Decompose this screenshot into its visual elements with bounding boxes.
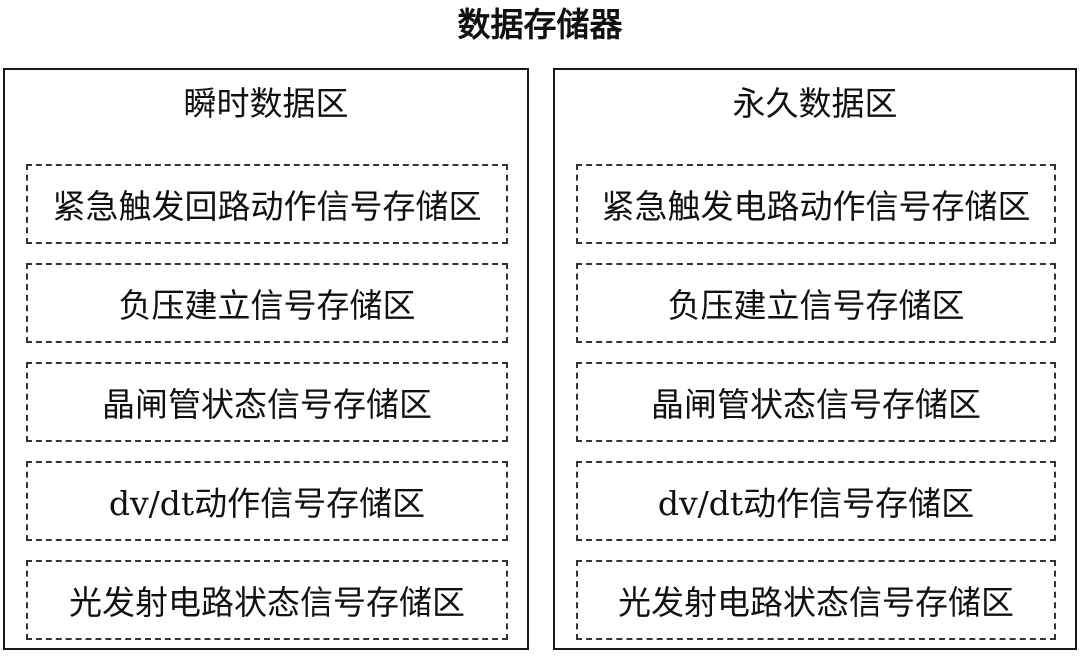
transient-data-panel: 瞬时数据区 紧急触发回路动作信号存储区 负压建立信号存储区 晶闸管状态信号存储区… (3, 68, 529, 650)
slot-label: 晶闸管状态信号存储区 (651, 385, 981, 424)
permanent-data-panel: 永久数据区 紧急触发电路动作信号存储区 负压建立信号存储区 晶闸管状态信号存储区… (553, 68, 1077, 650)
permanent-light-emission-slot: 光发射电路状态信号存储区 (576, 560, 1056, 640)
transient-panel-title: 瞬时数据区 (183, 84, 349, 123)
slot-label: 光发射电路状态信号存储区 (69, 583, 465, 622)
permanent-dvdt-action-slot: dv/dt动作信号存储区 (576, 461, 1056, 541)
permanent-negative-pressure-slot: 负压建立信号存储区 (576, 263, 1056, 343)
slot-label: 紧急触发回路动作信号存储区 (52, 187, 482, 226)
transient-dvdt-action-slot: dv/dt动作信号存储区 (26, 461, 508, 541)
slot-label: 晶闸管状态信号存储区 (102, 385, 432, 424)
transient-negative-pressure-slot: 负压建立信号存储区 (26, 263, 508, 343)
slot-label: 光发射电路状态信号存储区 (618, 583, 1014, 622)
permanent-panel-title: 永久数据区 (732, 84, 898, 123)
diagram-title: 数据存储器 (457, 5, 623, 44)
transient-thyristor-status-slot: 晶闸管状态信号存储区 (26, 362, 508, 442)
permanent-thyristor-status-slot: 晶闸管状态信号存储区 (576, 362, 1056, 442)
transient-light-emission-slot: 光发射电路状态信号存储区 (26, 560, 508, 640)
slot-label: 紧急触发电路动作信号存储区 (601, 187, 1031, 226)
permanent-emergency-trigger-slot: 紧急触发电路动作信号存储区 (576, 164, 1056, 244)
slot-label: 负压建立信号存储区 (118, 286, 416, 325)
slot-label: dv/dt动作信号存储区 (657, 484, 975, 523)
slot-label: dv/dt动作信号存储区 (108, 484, 426, 523)
transient-emergency-trigger-slot: 紧急触发回路动作信号存储区 (26, 164, 508, 244)
slot-label: 负压建立信号存储区 (667, 286, 965, 325)
